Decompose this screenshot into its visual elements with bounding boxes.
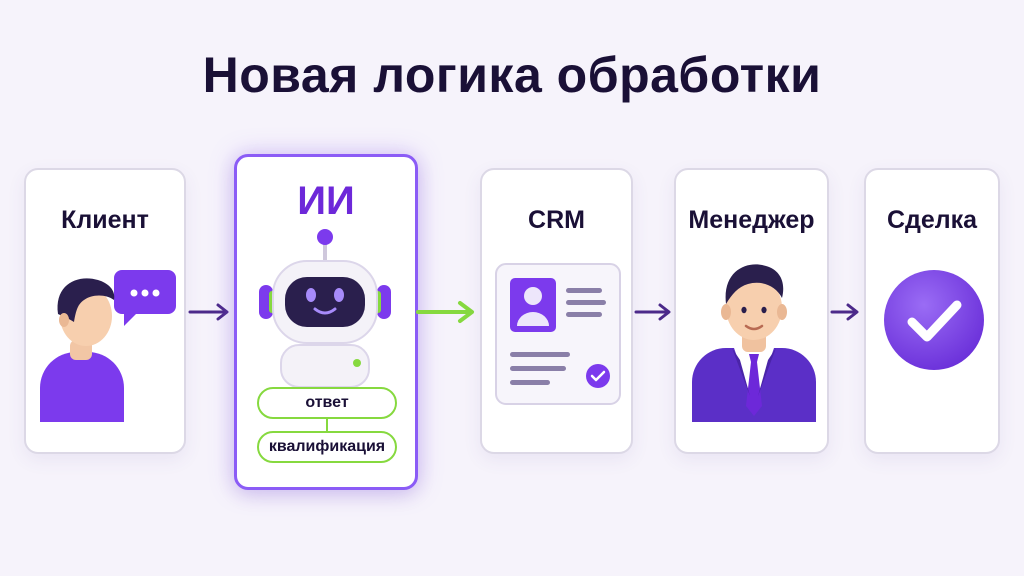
- arrow-client-to-ai: [188, 302, 232, 322]
- step-manager-card: Менеджер: [674, 168, 829, 454]
- arrow-manager-to-deal: [830, 302, 862, 322]
- step-ai-label: ИИ: [297, 179, 355, 223]
- step-ai-card: ИИ: [234, 154, 418, 490]
- check-circle-icon: [880, 266, 988, 374]
- tag-connector: [326, 415, 328, 433]
- step-manager-label: Менеджер: [688, 206, 815, 234]
- robot-icon: [257, 227, 397, 387]
- step-crm-label: CRM: [528, 206, 585, 234]
- client-person-chat-icon: [34, 262, 184, 422]
- crm-card-icon: [494, 262, 624, 412]
- arrow-crm-to-manager: [634, 302, 674, 322]
- step-crm-card: CRM: [480, 168, 633, 454]
- arrow-ai-to-crm: [416, 300, 478, 324]
- tag-qualification: квалификация: [257, 431, 397, 463]
- step-client-label: Клиент: [61, 206, 149, 234]
- step-client-card: Клиент: [24, 168, 186, 454]
- step-deal-label: Сделка: [886, 206, 978, 234]
- manager-person-icon: [688, 256, 820, 426]
- tag-answer: ответ: [257, 387, 397, 419]
- diagram-title: Новая логика обработки: [202, 47, 822, 103]
- step-deal-card: Сделка: [864, 168, 1000, 454]
